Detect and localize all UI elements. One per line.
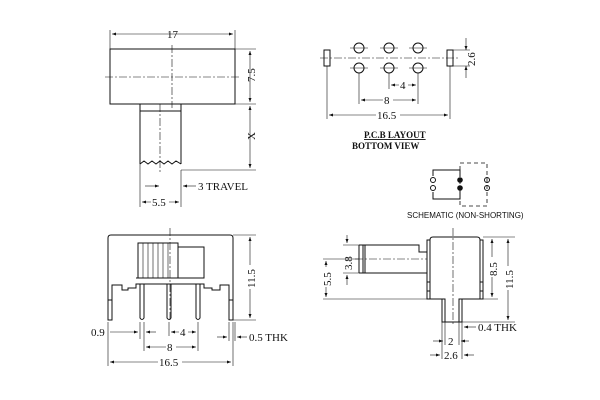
width-dim: 17 bbox=[167, 29, 179, 41]
front-pitch-dim: 4 bbox=[180, 327, 186, 339]
front-height-dim: 11.5 bbox=[246, 269, 258, 288]
side-total-height-dim: 11.5 bbox=[504, 270, 516, 289]
top-view: 17 7.5 X 3 TRAVEL 5.5 bbox=[105, 29, 258, 209]
front-total-dim: 16.5 bbox=[159, 357, 179, 369]
pcb-layout-title: P.C.B LAYOUT bbox=[364, 130, 426, 140]
front-span-dim: 8 bbox=[167, 342, 173, 354]
pin-width-dim: 0.9 bbox=[91, 327, 105, 339]
travel-label: 3 TRAVEL bbox=[198, 181, 248, 193]
span-dim: 8 bbox=[384, 95, 390, 107]
total-dim: 16.5 bbox=[377, 110, 397, 122]
pin-gap-dim: 2 bbox=[448, 336, 454, 348]
front-view: 11.5 0.9 4 0.5 THK 8 16.5 bbox=[91, 228, 288, 369]
pitch-dim: 4 bbox=[400, 80, 406, 92]
schematic-label: SCHEMATIC (NON-SHORTING) bbox=[407, 211, 524, 220]
pcb-layout: 2.6 4 8 16.5 P.C.B LAYOUT BOTTOM VIEW bbox=[320, 38, 478, 151]
pin-span-dim: 2.6 bbox=[444, 350, 458, 362]
stem-width-dim: 5.5 bbox=[152, 197, 166, 209]
row-spacing-dim: 2.6 bbox=[466, 52, 478, 66]
side-thickness-dim: 0.4 THK bbox=[478, 322, 517, 334]
body-height-dim: 8.5 bbox=[488, 262, 500, 276]
height-dim: 7.5 bbox=[246, 68, 258, 82]
actuator-height-dim: 3.8 bbox=[343, 256, 355, 270]
front-thickness-dim: 0.5 THK bbox=[249, 332, 288, 344]
bottom-view-label: BOTTOM VIEW bbox=[352, 141, 419, 151]
schematic: SCHEMATIC (NON-SHORTING) bbox=[407, 162, 524, 220]
stem-length-dim: X bbox=[246, 132, 258, 140]
actuator-offset-dim: 5.5 bbox=[322, 272, 334, 286]
side-view: 3.8 5.5 8.5 11.5 0.4 THK 2 2.6 bbox=[320, 228, 517, 362]
